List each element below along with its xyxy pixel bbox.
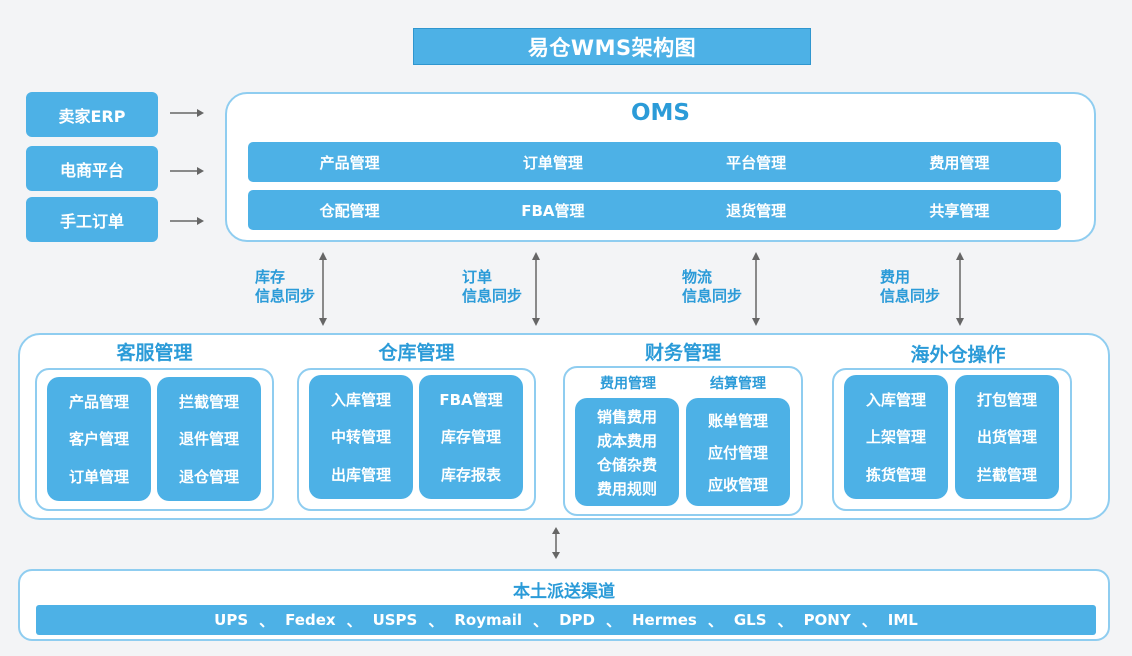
module-item: 客户管理 xyxy=(68,430,129,449)
oms-item: 费用管理 xyxy=(929,153,990,172)
group-finance: 费用管理 结算管理 销售费用 成本费用 仓储杂费 费用规则 账单管理 应付管理 … xyxy=(563,366,803,516)
oms-item: 退货管理 xyxy=(726,201,787,220)
module-item: 成本费用 xyxy=(596,431,657,450)
group-title-overseas: 海外仓操作 xyxy=(910,344,1006,366)
carrier-hermes: Hermes xyxy=(631,611,697,629)
delivery-panel: 本土派送渠道 UPS 、 Fedex 、 USPS 、 Roymail 、 DPD 、 Hermes… xyxy=(18,569,1110,641)
finance-fee-block: 销售费用 成本费用 仓储杂费 费用规则 xyxy=(575,398,679,506)
source-ecommerce-platform: 电商平台 xyxy=(26,146,158,191)
source-seller-erp: 卖家ERP xyxy=(26,92,158,137)
module-item: 出库管理 xyxy=(330,465,391,484)
module-item: 入库管理 xyxy=(865,391,926,410)
double-arrow-icon xyxy=(552,527,560,559)
double-arrow-icon xyxy=(532,252,540,326)
module-item: 中转管理 xyxy=(330,428,391,447)
module-item: 应收管理 xyxy=(707,475,768,494)
oms-item: 平台管理 xyxy=(726,153,787,172)
group-customer-service: 产品管理 客户管理 订单管理 拦截管理 退件管理 退仓管理 xyxy=(35,368,274,511)
module-item: 订单管理 xyxy=(68,467,129,486)
module-item: 应付管理 xyxy=(707,443,768,462)
group-title-warehouse: 仓库管理 xyxy=(378,342,455,364)
carrier-separator: 、 xyxy=(777,611,793,630)
carrier-fedex: Fedex xyxy=(285,611,336,629)
delivery-title: 本土派送渠道 xyxy=(513,582,615,602)
oms-item: 订单管理 xyxy=(522,153,583,172)
source-arrow-icon xyxy=(170,109,204,117)
module-item: 仓储杂费 xyxy=(596,455,657,474)
module-item: 拦截管理 xyxy=(178,393,239,412)
carrier-iml: IML xyxy=(887,611,918,629)
carrier-usps: USPS xyxy=(372,611,418,629)
module-item: FBA管理 xyxy=(439,391,503,410)
carrier-separator: 、 xyxy=(428,611,444,630)
module-item: 上架管理 xyxy=(865,428,926,447)
sync-label-order: 订单 信息同步 xyxy=(462,268,523,305)
double-arrow-icon xyxy=(956,252,964,326)
source-manual-order: 手工订单 xyxy=(26,197,158,242)
carrier-list: UPS 、 Fedex 、 USPS 、 Roymail 、 DPD 、 Hermes 、 GLS 、 PO… xyxy=(36,605,1096,635)
module-item: 退件管理 xyxy=(178,430,239,449)
carrier-separator: 、 xyxy=(533,611,549,630)
carrier-gls: GLS xyxy=(733,611,767,629)
warehouse-right-block: FBA管理 库存管理 库存报表 xyxy=(419,375,523,499)
carrier-separator: 、 xyxy=(346,611,362,630)
carrier-separator: 、 xyxy=(605,611,621,630)
carrier-ups: UPS xyxy=(214,611,249,629)
sync-label-fee: 费用 信息同步 xyxy=(880,268,941,305)
carrier-separator: 、 xyxy=(259,611,275,630)
group-title-finance: 财务管理 xyxy=(644,342,721,364)
oms-item: 共享管理 xyxy=(929,201,990,220)
sync-label-logistics: 物流 信息同步 xyxy=(682,268,743,305)
group-title-customer-service: 客服管理 xyxy=(116,342,193,364)
oms-panel: OMS 产品管理 订单管理 平台管理 费用管理 仓配管理 FBA管理 退货管理 … xyxy=(225,92,1096,242)
finance-fee-subtitle: 费用管理 xyxy=(600,376,656,392)
group-overseas: 入库管理 上架管理 拣货管理 打包管理 出货管理 拦截管理 xyxy=(832,368,1072,511)
carrier-dpd: DPD xyxy=(559,611,595,629)
module-item: 拣货管理 xyxy=(865,465,926,484)
carrier-pony: PONY xyxy=(803,611,851,629)
module-item: 退仓管理 xyxy=(178,467,239,486)
sync-label-inventory: 库存 信息同步 xyxy=(255,268,316,305)
module-item: 销售费用 xyxy=(596,407,657,426)
oms-item: 产品管理 xyxy=(319,153,380,172)
customer-service-left-block: 产品管理 客户管理 订单管理 xyxy=(47,377,151,501)
oms-row-1: 产品管理 订单管理 平台管理 费用管理 xyxy=(248,142,1061,182)
oms-item: FBA管理 xyxy=(521,201,585,220)
module-item: 打包管理 xyxy=(976,391,1037,410)
group-warehouse: 入库管理 中转管理 出库管理 FBA管理 库存管理 库存报表 xyxy=(297,368,536,511)
page-title: 易仓WMS架构图 xyxy=(413,28,811,65)
finance-settlement-subtitle: 结算管理 xyxy=(710,376,766,392)
warehouse-left-block: 入库管理 中转管理 出库管理 xyxy=(309,375,413,499)
oms-item: 仓配管理 xyxy=(319,201,380,220)
oms-title: OMS xyxy=(630,100,690,126)
module-item: 费用规则 xyxy=(596,479,657,498)
oms-row-2: 仓配管理 FBA管理 退货管理 共享管理 xyxy=(248,190,1061,230)
module-item: 账单管理 xyxy=(707,411,768,430)
overseas-right-block: 打包管理 出货管理 拦截管理 xyxy=(955,375,1059,499)
finance-settlement-block: 账单管理 应付管理 应收管理 xyxy=(686,398,790,506)
source-arrow-icon xyxy=(170,167,204,175)
overseas-left-block: 入库管理 上架管理 拣货管理 xyxy=(844,375,948,499)
module-item: 出货管理 xyxy=(976,428,1037,447)
source-arrow-icon xyxy=(170,217,204,225)
customer-service-right-block: 拦截管理 退件管理 退仓管理 xyxy=(157,377,261,501)
carrier-separator: 、 xyxy=(707,611,723,630)
module-item: 库存报表 xyxy=(440,465,501,484)
module-item: 拦截管理 xyxy=(976,465,1037,484)
module-item: 库存管理 xyxy=(440,428,501,447)
module-item: 入库管理 xyxy=(330,391,391,410)
double-arrow-icon xyxy=(319,252,327,326)
module-item: 产品管理 xyxy=(68,393,129,412)
carrier-roymail: Roymail xyxy=(454,611,523,629)
double-arrow-icon xyxy=(752,252,760,326)
carrier-separator: 、 xyxy=(861,611,877,630)
